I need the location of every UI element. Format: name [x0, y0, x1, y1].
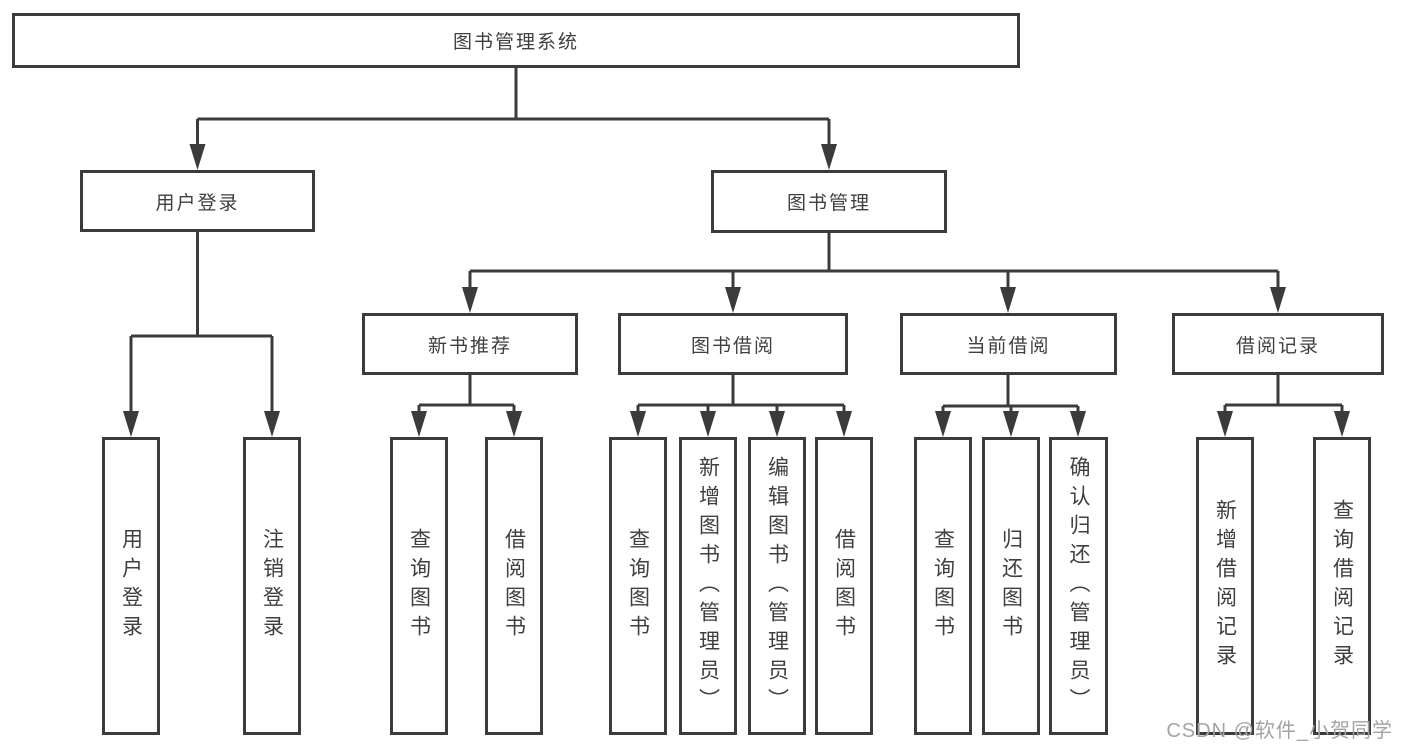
- node-label: 借阅图书: [832, 528, 856, 644]
- arrow-down-icon: [506, 411, 522, 437]
- arrow-down-icon: [1270, 287, 1286, 313]
- node-label: 新增借阅记录: [1213, 499, 1237, 673]
- arrow-down-icon: [700, 411, 716, 437]
- node-leaf-user-login: 用户登录: [102, 437, 160, 735]
- arrowheads: [123, 144, 1350, 437]
- arrow-down-icon: [189, 144, 206, 170]
- arrow-down-icon: [769, 411, 785, 437]
- node-leaf-query-borrow-record: 查询借阅记录: [1313, 437, 1371, 735]
- node-root: 图书管理系统: [12, 13, 1020, 68]
- node-leaf-edit-books-admin: 编辑图书（管理员）: [748, 437, 806, 735]
- node-leaf-query-books-borrow: 查询图书: [609, 437, 667, 735]
- connector-borrow-records-children: [1223, 375, 1344, 417]
- arrow-down-icon: [462, 287, 478, 313]
- arrow-down-icon: [935, 411, 951, 437]
- node-leaf-borrow-books-rec: 借阅图书: [485, 437, 543, 735]
- arrow-down-icon: [725, 287, 741, 313]
- arrow-down-icon: [1217, 411, 1233, 437]
- node-label: 编辑图书（管理员）: [765, 455, 789, 717]
- arrow-down-icon: [411, 411, 427, 437]
- node-leaf-add-books-admin: 新增图书（管理员）: [679, 437, 737, 735]
- arrow-down-icon: [264, 411, 280, 437]
- arrow-down-icon: [836, 411, 852, 437]
- node-label: 归还图书: [999, 528, 1023, 644]
- connector-root-to-level2: [196, 68, 831, 150]
- node-leaf-borrow-books: 借阅图书: [815, 437, 873, 735]
- node-user-login: 用户登录: [80, 170, 315, 232]
- node-leaf-confirm-return-admin: 确认归还（管理员）: [1049, 437, 1108, 735]
- arrow-down-icon: [123, 411, 139, 437]
- node-label: 借阅图书: [502, 528, 526, 644]
- arrow-down-icon: [1000, 287, 1016, 313]
- connector-user-login-children: [129, 232, 274, 417]
- node-leaf-query-books-current: 查询图书: [914, 437, 972, 735]
- node-leaf-return-books: 归还图书: [982, 437, 1040, 735]
- connector-current-borrow-children: [941, 375, 1080, 417]
- node-label: 查询图书: [931, 528, 955, 644]
- node-borrow-records: 借阅记录: [1172, 313, 1384, 375]
- arrow-down-icon: [630, 411, 646, 437]
- node-label: 注销登录: [260, 528, 284, 644]
- csdn-watermark: CSDN @软件_小贺同学: [1166, 720, 1393, 742]
- node-label: 确认归还（管理员）: [1067, 455, 1090, 717]
- node-label: 查询图书: [407, 528, 431, 644]
- node-book-borrow: 图书借阅: [618, 313, 848, 375]
- node-leaf-logout: 注销登录: [243, 437, 301, 735]
- node-leaf-add-borrow-record: 新增借阅记录: [1196, 437, 1254, 735]
- arrow-down-icon: [1003, 411, 1019, 437]
- arrow-down-icon: [1070, 411, 1086, 437]
- connector-book-borrow-children: [636, 375, 846, 417]
- node-label: 用户登录: [119, 528, 143, 644]
- node-label: 新增图书（管理员）: [696, 455, 720, 717]
- node-label: 查询图书: [626, 528, 650, 644]
- node-new-book-rec: 新书推荐: [362, 313, 578, 375]
- arrow-down-icon: [821, 144, 837, 170]
- node-leaf-query-books-rec: 查询图书: [390, 437, 448, 735]
- node-label: 查询借阅记录: [1330, 499, 1354, 673]
- connector-new-book-rec-children: [417, 375, 516, 417]
- arrow-down-icon: [1334, 411, 1350, 437]
- connector-book-mgmt-children: [468, 233, 1280, 293]
- node-book-mgmt: 图书管理: [711, 170, 947, 233]
- node-current-borrow: 当前借阅: [900, 313, 1117, 375]
